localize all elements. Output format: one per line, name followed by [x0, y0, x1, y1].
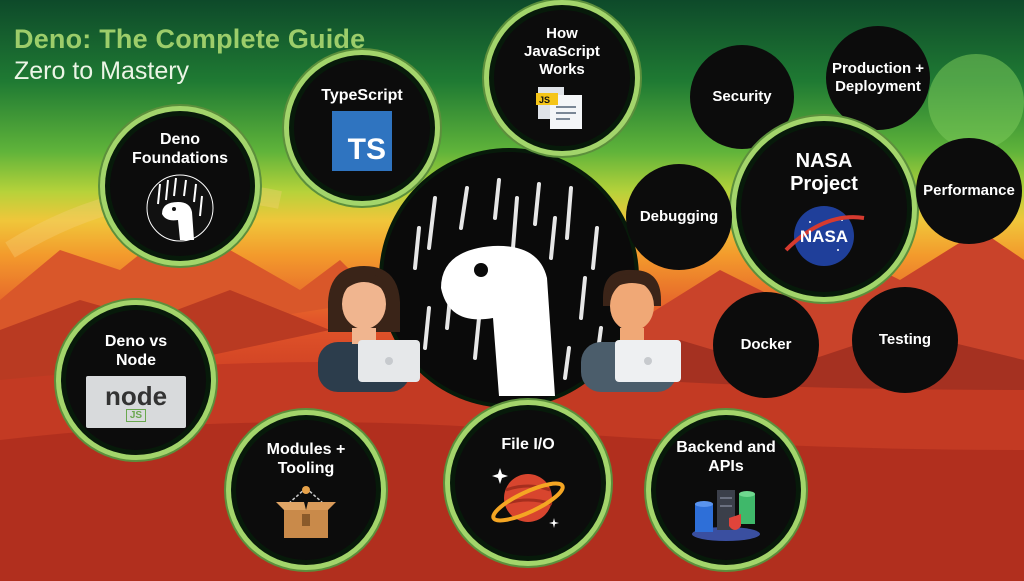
topic-debugging[interactable]: Debugging [626, 164, 732, 270]
package-box-icon [276, 486, 336, 538]
topic-production-deployment[interactable]: Production + Deployment [826, 26, 930, 130]
planet-icon [491, 467, 565, 528]
deno-dinosaur-icon [146, 174, 214, 242]
course-title: Deno: The Complete Guide [14, 24, 366, 54]
topic-backend-apis[interactable]: Backend and APIs [656, 420, 796, 560]
topic-testing[interactable]: Testing [852, 287, 958, 393]
deno-dinosaur-icon [413, 178, 603, 396]
topic-security[interactable]: Security [690, 45, 794, 149]
topic-label: Modules + Tooling [266, 441, 346, 477]
node-logo-text: node [104, 380, 168, 411]
topic-label: Debugging [639, 208, 719, 225]
person-left-illustration [318, 266, 420, 392]
nasa-logo-icon: NASA [784, 206, 865, 266]
topic-file-io[interactable]: File I/O [455, 410, 601, 556]
topic-how-javascript-works[interactable]: How JavaScript Works JS [494, 10, 630, 146]
javascript-file-icon: JS [536, 87, 582, 129]
js-badge-text: JS [539, 95, 550, 105]
topic-label: Deno vs Node [104, 333, 168, 369]
topic-docker[interactable]: Docker [713, 292, 819, 398]
person-right-illustration [581, 269, 681, 392]
topic-label: Production + Deployment [831, 60, 925, 95]
topic-modules-tooling[interactable]: Modules + Tooling [236, 420, 376, 560]
course-subtitle: Zero to Mastery [14, 57, 190, 85]
topic-label: File I/O [501, 435, 555, 453]
topic-performance[interactable]: Performance [916, 138, 1022, 244]
typescript-icon: TS [332, 110, 392, 171]
topic-label: NASA Project [790, 150, 858, 195]
topic-label: Performance [923, 182, 1015, 199]
topic-label: Testing [878, 331, 932, 348]
topic-label: Docker [740, 336, 792, 353]
node-js-badge-text: JS [125, 408, 147, 422]
topic-deno-foundations[interactable]: Deno Foundations [110, 116, 250, 256]
topic-label: Security [712, 88, 772, 105]
ts-badge-text: TS [347, 132, 386, 166]
topic-label: Deno Foundations [132, 131, 228, 167]
topic-deno-vs-node[interactable]: Deno vs Node node JS [66, 310, 206, 450]
nasa-logo-text: NASA [800, 227, 848, 246]
topic-label: Backend and APIs [676, 439, 776, 475]
topic-typescript[interactable]: TypeScript TS [294, 60, 430, 196]
nodejs-logo-icon: node JS [86, 376, 186, 428]
server-database-icon [692, 490, 760, 541]
topic-label: How JavaScript Works [524, 25, 600, 78]
topic-nasa-project[interactable]: NASA Project NASA [741, 126, 907, 292]
topic-label: TypeScript [321, 86, 403, 104]
title-block: Deno: The Complete Guide Zero to Mastery [14, 24, 365, 86]
